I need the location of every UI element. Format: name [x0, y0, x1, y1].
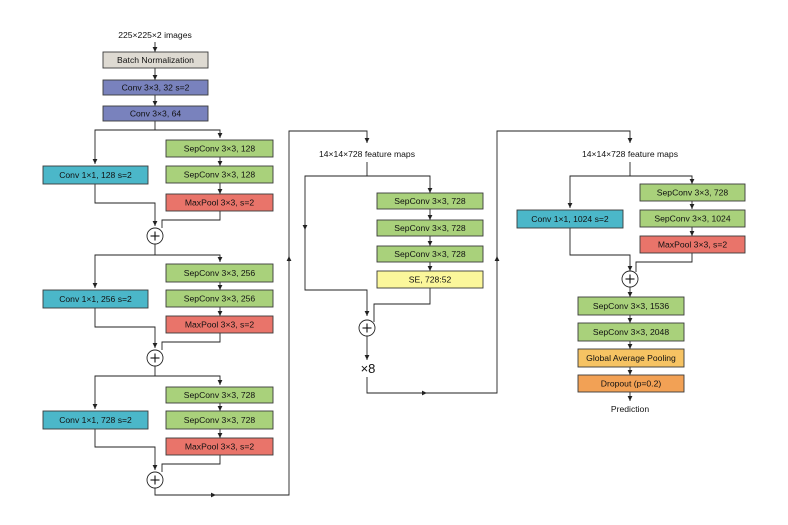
- prediction-label: Prediction: [611, 404, 649, 414]
- middle-sepconv1-box: [376, 192, 484, 210]
- block1-sepconv1-label: SepConv 3×3, 128: [184, 144, 256, 154]
- block1-add-node: [146, 227, 164, 245]
- exit-skip-conv-label: Conv 1×1, 1024 s=2: [531, 214, 609, 224]
- block3-sepconv2-box: [165, 410, 274, 430]
- middle-sepconv2-box: [376, 219, 484, 237]
- conv2-box: [102, 105, 209, 122]
- exit-flow-title: 14×14×728 feature maps: [582, 149, 678, 159]
- middle-sepconv3-label: SepConv 3×3, 728: [394, 249, 466, 259]
- exit-sepconv3-box: [577, 296, 685, 316]
- dropout-box: [577, 374, 685, 393]
- block3-maxpool-label: MaxPool 3×3, s=2: [185, 442, 254, 452]
- block1-skip-conv-box: [42, 165, 149, 185]
- conv1-label: Conv 3×3, 32 s=2: [122, 83, 190, 93]
- middle-flow-title: 14×14×728 feature maps: [319, 149, 415, 159]
- block2-maxpool-box: [165, 315, 274, 334]
- block2-sepconv1-box: [165, 263, 274, 283]
- block2-maxpool-label: MaxPool 3×3, s=2: [185, 320, 254, 330]
- exit-sepconv1-label: SepConv 3×3, 728: [657, 188, 729, 198]
- block1-skip-conv-label: Conv 1×1, 128 s=2: [59, 170, 132, 180]
- block3-skip-conv-label: Conv 1×1, 728 s=2: [59, 415, 132, 425]
- middle-sepconv1-label: SepConv 3×3, 728: [394, 196, 466, 206]
- connection-lines: [92, 42, 695, 498]
- global-average-pooling-label: Global Average Pooling: [586, 353, 676, 363]
- block3-sepconv1-box: [165, 386, 274, 404]
- middle-repeat-label: ×8: [361, 361, 376, 376]
- exit-sepconv2-label: SepConv 3×3, 1024: [654, 214, 730, 224]
- block1-sepconv2-label: SepConv 3×3, 128: [184, 170, 256, 180]
- middle-add-node: [358, 319, 376, 337]
- block2-sepconv1-label: SepConv 3×3, 256: [184, 268, 256, 278]
- block2-add-node: [146, 349, 164, 367]
- middle-se-label: SE, 728:52: [409, 275, 452, 285]
- exit-skip-conv-box: [516, 209, 624, 229]
- exit-sepconv4-box: [577, 322, 685, 342]
- block2-skip-conv-label: Conv 1×1, 256 s=2: [59, 294, 132, 304]
- block3-sepconv2-label: SepConv 3×3, 728: [184, 415, 256, 425]
- block3-maxpool-box: [165, 437, 274, 456]
- block1-maxpool-box: [165, 193, 274, 212]
- block2-skip-conv-box: [42, 289, 149, 309]
- global-average-pooling-box: [577, 348, 685, 368]
- block1-sepconv2-box: [165, 165, 274, 184]
- block1-sepconv1-box: [165, 139, 274, 158]
- batch-norm-label: Batch Normalization: [117, 55, 194, 65]
- block1-maxpool-label: MaxPool 3×3, s=2: [185, 198, 254, 208]
- input-label: 225×225×2 images: [118, 30, 192, 40]
- block3-skip-conv-box: [42, 410, 149, 430]
- middle-sepconv2-label: SepConv 3×3, 728: [394, 223, 466, 233]
- block3-add-node: [146, 471, 164, 489]
- conv1-box: [102, 79, 209, 96]
- conv2-label: Conv 3×3, 64: [130, 109, 182, 119]
- block3-sepconv1-label: SepConv 3×3, 728: [184, 390, 256, 400]
- batch-norm-box: [102, 51, 209, 69]
- block2-sepconv2-label: SepConv 3×3, 256: [184, 294, 256, 304]
- middle-sepconv3-box: [376, 245, 484, 263]
- middle-se-box: [376, 270, 484, 289]
- exit-sepconv1-box: [639, 183, 746, 202]
- block2-sepconv2-box: [165, 289, 274, 308]
- dropout-label: Dropout (p=0.2): [601, 379, 662, 389]
- exit-sepconv4-label: SepConv 3×3, 2048: [593, 327, 669, 337]
- exit-add-node: [621, 270, 639, 288]
- exit-maxpool-label: MaxPool 3×3, s=2: [658, 240, 727, 250]
- exit-sepconv3-label: SepConv 3×3, 1536: [593, 301, 669, 311]
- exit-sepconv2-box: [639, 209, 746, 228]
- exit-maxpool-box: [639, 235, 746, 254]
